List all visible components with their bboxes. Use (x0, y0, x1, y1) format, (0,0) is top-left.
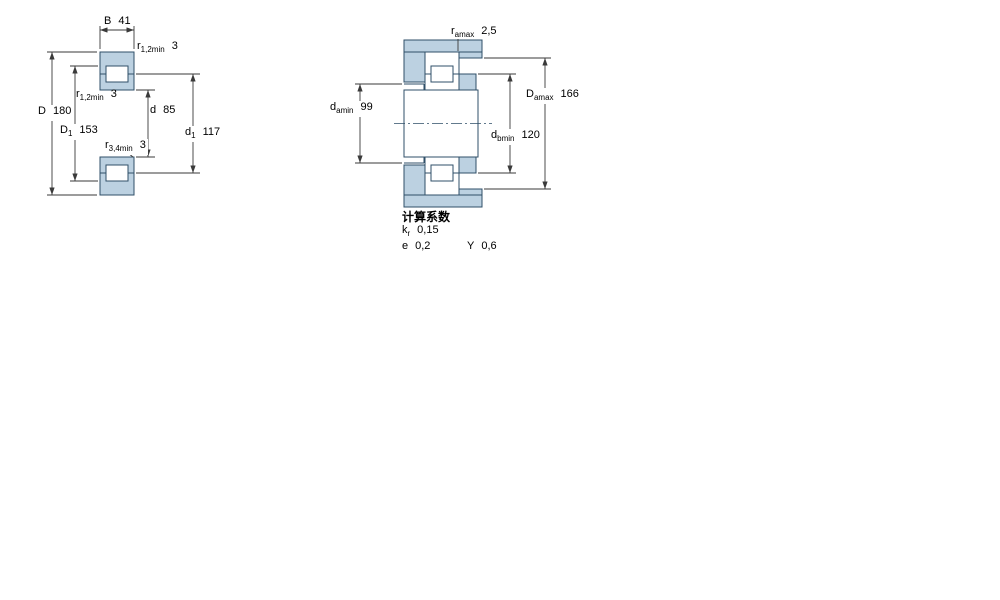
factor-value: 0,2 (415, 240, 431, 252)
dim-label-D1: D1 153 (58, 124, 100, 141)
dim-symbol: r (105, 139, 109, 151)
dim-subscript: 3,4min (108, 144, 133, 154)
dim-symbol: D (526, 88, 534, 100)
thrust-collar (458, 73, 477, 91)
dim-symbol: r (76, 88, 80, 100)
dim-symbol: r (137, 40, 141, 52)
dim-subscript: amax (454, 30, 475, 40)
dim-label-d1: d1 117 (183, 126, 223, 143)
dim-subscript: 1,2min (79, 93, 104, 103)
dim-label-da: damin 99 (328, 101, 375, 118)
dim-label-r12-top: r1,2min 3 (137, 40, 178, 56)
dim-value: 3 (139, 139, 146, 151)
factors-title: 计算系数 (402, 210, 451, 224)
dim-subscript: 1 (191, 131, 196, 141)
dim-label-Da: Damax 166 (524, 88, 581, 105)
factor-e: e 0,2 (402, 240, 430, 256)
dim-label-ra: ramax 2,5 (451, 25, 497, 41)
left-dimension-lines (47, 26, 200, 196)
inner-ring-outline (424, 73, 460, 91)
dim-label-r34: r3,4min 3 (103, 139, 148, 156)
right-figure (355, 39, 551, 208)
bearing-outline (424, 51, 460, 91)
left-figure (47, 26, 200, 196)
housing-shoulder (458, 51, 483, 59)
dim-label-d: d 85 (150, 104, 175, 120)
housing (403, 39, 483, 53)
dim-label-B: B 41 (104, 15, 131, 31)
dim-value: 166 (560, 88, 579, 100)
factor-kr: kr 0,15 (402, 224, 439, 240)
bearing-top-half (99, 51, 135, 91)
dim-subscript: amax (533, 93, 554, 103)
right-dimension-lines (355, 39, 551, 190)
end-cap (403, 51, 426, 83)
dim-subscript: amin (336, 106, 354, 116)
dim-subscript: bmin (497, 134, 515, 144)
mounting-bottom-half (403, 156, 483, 208)
roller (105, 65, 129, 83)
dim-value: 3 (110, 88, 117, 100)
dim-symbol: d (330, 101, 337, 113)
dim-value: 3 (171, 40, 178, 52)
factor-value: 0,6 (481, 240, 497, 252)
dim-symbol: D (60, 124, 68, 136)
dim-value: 153 (79, 124, 98, 136)
dim-symbol: r (451, 25, 455, 37)
dim-label-db: dbmin 120 (489, 129, 542, 146)
bearing-bottom-half (99, 156, 135, 196)
inner-ring (99, 73, 135, 91)
dim-value: 99 (360, 101, 373, 113)
dim-value: 120 (521, 129, 540, 141)
dim-label-D: D 180 (36, 105, 74, 122)
dim-symbol: d (150, 104, 157, 116)
dim-value: 41 (118, 15, 131, 27)
factor-symbol: e (402, 240, 409, 252)
roller-outline (430, 65, 454, 83)
dim-subscript: 1 (67, 129, 73, 139)
dim-value: 2,5 (481, 25, 497, 37)
dim-value: 180 (52, 105, 72, 117)
dim-subscript: 1,2min (140, 45, 165, 55)
dim-value: 117 (202, 126, 221, 138)
mounting-top-half (403, 39, 483, 91)
dim-symbol: D (38, 105, 46, 117)
factor-symbol: Y (467, 240, 475, 252)
dim-symbol: B (104, 15, 112, 27)
factor-value: 0,15 (417, 224, 439, 236)
factor-subscript: r (407, 229, 411, 239)
factor-symbol: k (402, 224, 408, 236)
dim-symbol: d (491, 129, 498, 141)
dim-value: 85 (163, 104, 176, 116)
dim-symbol: d (185, 126, 192, 138)
factor-Y: Y 0,6 (467, 240, 497, 256)
dim-label-r12-left: r1,2min 3 (76, 88, 117, 104)
